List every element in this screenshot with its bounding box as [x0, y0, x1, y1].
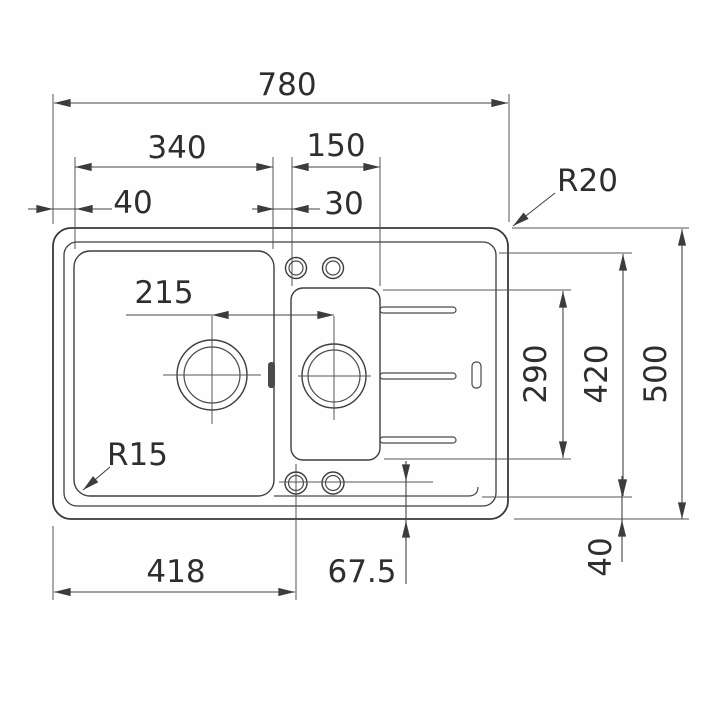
dim-40-left: 40 [28, 185, 153, 221]
dim-420: 420 [579, 253, 628, 497]
dim-290-label: 290 [518, 344, 554, 403]
sink-rim-edge [63, 241, 497, 507]
control-knobs [279, 471, 433, 495]
dim-r15: R15 [82, 437, 168, 491]
dim-30-label: 30 [324, 186, 363, 222]
dim-40-bottom-label: 40 [583, 537, 619, 576]
drainboard-ridge [379, 306, 457, 314]
overflow-slot-left [268, 362, 275, 388]
dim-r20-label: R20 [557, 163, 618, 199]
dim-30: 30 [252, 186, 364, 222]
small-bowl-edge [290, 287, 381, 461]
dim-500: 500 [638, 229, 687, 519]
dim-780-label: 780 [257, 67, 316, 103]
dim-215-label: 215 [134, 275, 193, 311]
sink-outer-edge [52, 227, 509, 520]
small-bowl [290, 287, 381, 461]
dim-780: 780 [54, 67, 509, 108]
drainboard-bottom-line [274, 486, 479, 497]
dim-340-label: 340 [147, 130, 206, 166]
knob-right-inner [324, 474, 342, 492]
dim-290: 290 [518, 290, 568, 459]
sink-outline [52, 227, 509, 520]
dim-500-label: 500 [638, 344, 674, 403]
drainboard-ridge [379, 436, 457, 444]
dim-40-bottom: 40 [583, 476, 627, 577]
dim-215: 215 [126, 275, 335, 320]
dim-418-label: 418 [146, 554, 205, 590]
dim-40-left-label: 40 [113, 185, 152, 221]
dim-418: 418 [54, 554, 296, 597]
extension-lines [52, 94, 689, 600]
drainboard-ridges [274, 306, 479, 497]
dim-67-5-label: 67.5 [327, 554, 396, 590]
drainboard-ridge [379, 372, 457, 380]
dim-67-5: 67.5 [327, 461, 411, 590]
dim-340: 340 [75, 130, 274, 172]
dim-420-label: 420 [579, 344, 615, 403]
knob-right [321, 471, 345, 495]
faucet-hole-right-inner [325, 260, 341, 276]
faucet-hole-left [284, 256, 308, 280]
dim-r15-label: R15 [107, 437, 168, 473]
faucet-holes [284, 256, 345, 280]
dim-r20: R20 [512, 163, 618, 227]
overflow-slot-right [471, 361, 482, 389]
faucet-hole-right [321, 256, 345, 280]
dim-150-label: 150 [306, 128, 365, 164]
faucet-hole-left-inner [288, 260, 304, 276]
dim-150: 150 [291, 128, 381, 172]
